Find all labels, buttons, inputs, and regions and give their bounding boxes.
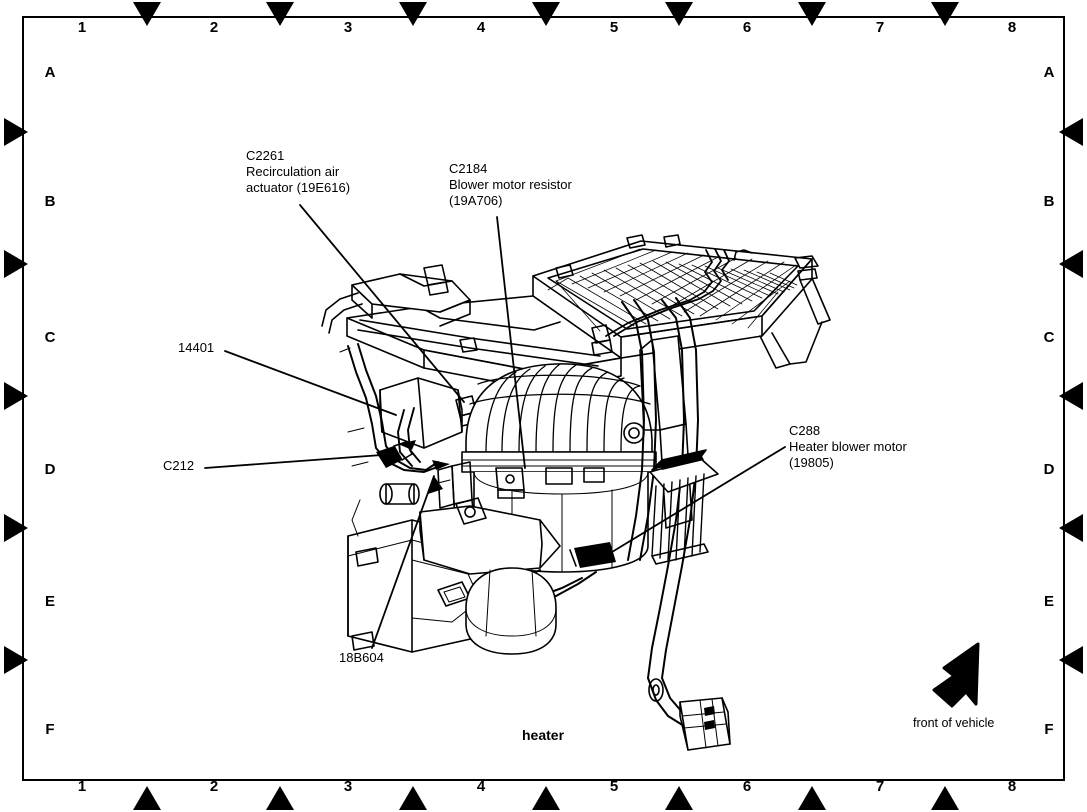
grid-tick-top-2 xyxy=(266,2,294,26)
grid-column-label-bottom-6: 6 xyxy=(742,778,752,795)
grid-column-label-top-6: 6 xyxy=(742,19,752,36)
grid-tick-left-5 xyxy=(4,646,28,674)
grid-row-label-left-d: D xyxy=(44,461,56,478)
grid-column-label-top-8: 8 xyxy=(1007,19,1017,36)
grid-row-label-left-e: E xyxy=(44,593,55,610)
grid-tick-top-7 xyxy=(931,2,959,26)
grid-row-label-right-e: E xyxy=(1043,593,1054,610)
grid-column-label-bottom-7: 7 xyxy=(875,778,885,795)
grid-tick-bottom-7 xyxy=(931,786,959,810)
grid-tick-left-2 xyxy=(4,250,28,278)
grid-row-label-right-b: B xyxy=(1043,193,1055,210)
grid-tick-left-1 xyxy=(4,118,28,146)
callout-label-c2184: C2184 Blower motor resistor (19A706) xyxy=(449,161,572,208)
diagram-frame-border xyxy=(22,16,1065,781)
grid-tick-bottom-1 xyxy=(133,786,161,810)
callout-label-c212: C212 xyxy=(163,458,195,473)
grid-tick-top-4 xyxy=(532,2,560,26)
grid-row-label-right-f: F xyxy=(1044,721,1054,738)
grid-column-label-top-1: 1 xyxy=(77,19,87,36)
grid-row-label-right-d: D xyxy=(1043,461,1055,478)
grid-column-label-bottom-3: 3 xyxy=(343,778,353,795)
grid-tick-top-6 xyxy=(798,2,826,26)
grid-tick-bottom-6 xyxy=(798,786,826,810)
grid-tick-bottom-4 xyxy=(532,786,560,810)
grid-tick-top-3 xyxy=(399,2,427,26)
grid-row-label-left-b: B xyxy=(44,193,56,210)
grid-tick-left-4 xyxy=(4,514,28,542)
grid-column-label-bottom-8: 8 xyxy=(1007,778,1017,795)
grid-column-label-top-2: 2 xyxy=(209,19,219,36)
callout-label-18b604: 18B604 xyxy=(339,650,384,665)
callout-label-14401: 14401 xyxy=(178,340,215,355)
grid-row-label-right-c: C xyxy=(1043,329,1055,346)
grid-row-label-right-a: A xyxy=(1043,64,1055,81)
grid-tick-bottom-3 xyxy=(399,786,427,810)
grid-tick-right-5 xyxy=(1059,646,1083,674)
grid-tick-right-1 xyxy=(1059,118,1083,146)
grid-column-label-top-4: 4 xyxy=(476,19,486,36)
grid-column-label-top-7: 7 xyxy=(875,19,885,36)
grid-tick-right-4 xyxy=(1059,514,1083,542)
front-of-vehicle-caption: front of vehicle xyxy=(913,716,995,730)
grid-row-label-left-a: A xyxy=(44,64,56,81)
grid-tick-top-5 xyxy=(665,2,693,26)
grid-column-label-bottom-1: 1 xyxy=(77,778,87,795)
grid-column-label-bottom-2: 2 xyxy=(209,778,219,795)
grid-tick-right-3 xyxy=(1059,382,1083,410)
grid-row-label-left-f: F xyxy=(45,721,55,738)
grid-tick-bottom-2 xyxy=(266,786,294,810)
grid-column-label-top-5: 5 xyxy=(609,19,619,36)
grid-tick-top-1 xyxy=(133,2,161,26)
grid-column-label-bottom-5: 5 xyxy=(609,778,619,795)
callout-label-c288: C288 Heater blower motor (19805) xyxy=(789,423,907,470)
grid-tick-left-3 xyxy=(4,382,28,410)
figure-caption: heater xyxy=(522,727,565,743)
grid-column-label-bottom-4: 4 xyxy=(476,778,486,795)
grid-tick-bottom-5 xyxy=(665,786,693,810)
grid-row-label-left-c: C xyxy=(44,329,56,346)
callout-label-c2261: C2261 Recirculation air actuator (19E616… xyxy=(246,148,351,195)
grid-column-label-top-3: 3 xyxy=(343,19,353,36)
grid-tick-right-2 xyxy=(1059,250,1083,278)
